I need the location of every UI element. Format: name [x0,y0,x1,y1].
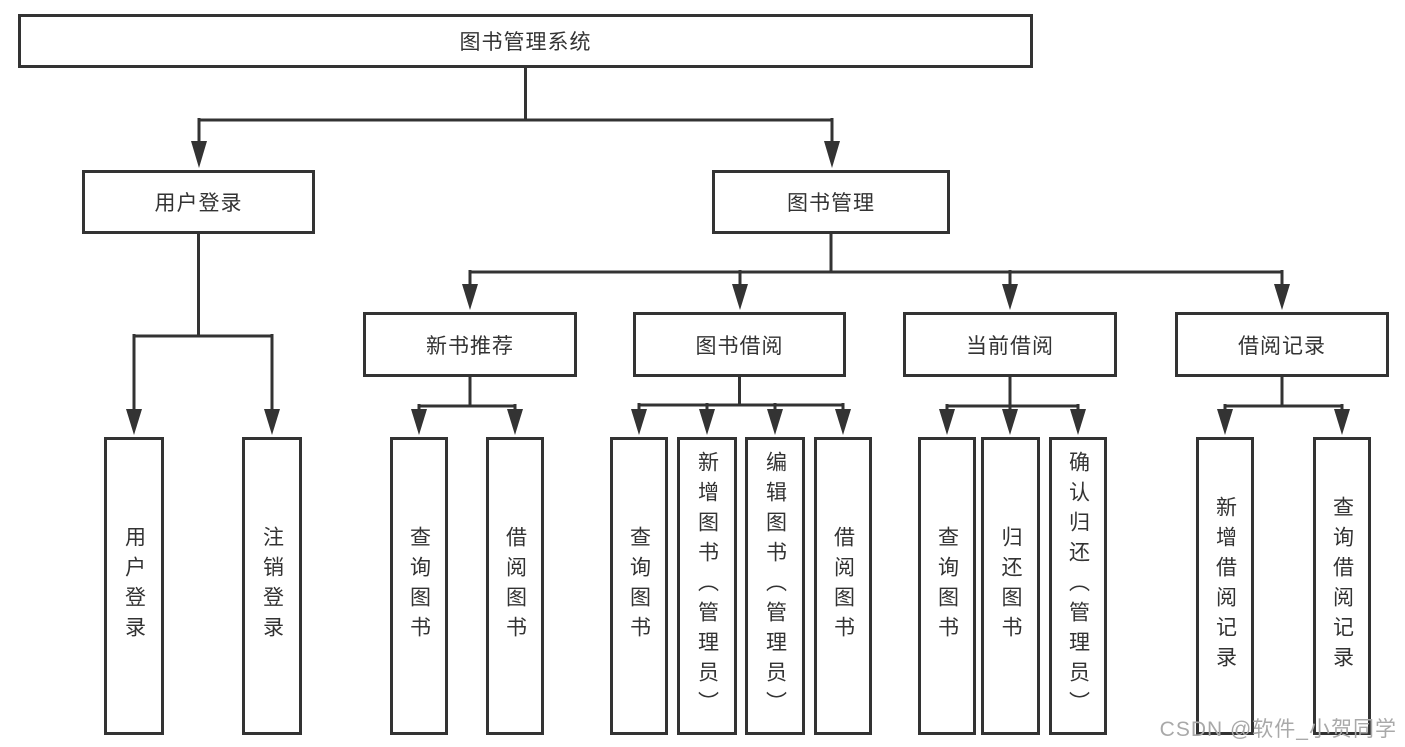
leaf-user-login: 用户登录 [104,437,164,735]
node-root: 图书管理系统 [18,14,1033,68]
node-borrow-records: 借阅记录 [1175,312,1389,377]
csdn-watermark: CSDN @软件_小贺同学 [1159,718,1397,741]
leaf-logout: 注销登录 [242,437,302,735]
arrowheads-level3 [462,284,1290,310]
leaf-edit-book-admin: 编辑图书（管理员） [745,437,805,735]
node-user-login: 用户登录 [82,170,315,234]
leaf-query-borrow-record: 查询借阅记录 [1313,437,1371,735]
node-book-borrow: 图书借阅 [633,312,846,377]
leaf-add-borrow-record: 新增借阅记录 [1196,437,1254,735]
leaf-return-book: 归还图书 [981,437,1040,735]
edge-user-login-to-leaves [132,233,274,410]
leaf-current-query-book: 查询图书 [918,437,976,735]
edge-records-to-leaves [1223,377,1344,410]
edge-recommend-to-leaves [417,377,517,410]
leaf-confirm-return-admin: 确认归还（管理员） [1049,437,1107,735]
edge-root-to-level2 [197,68,834,142]
arrowheads-user-login-leaves [126,409,280,435]
leaf-borrow-query-book: 查询图书 [610,437,668,735]
edge-current-to-leaves [945,377,1080,410]
edge-book-mgmt-to-level3 [468,233,1284,285]
arrowheads-leaves [411,409,1350,435]
node-current-borrow: 当前借阅 [903,312,1117,377]
leaf-borrow-book: 借阅图书 [814,437,872,735]
node-book-management: 图书管理 [712,170,950,234]
leaf-recommend-borrow-book: 借阅图书 [486,437,544,735]
arrowheads-level2 [191,141,840,168]
leaf-recommend-query-book: 查询图书 [390,437,448,735]
node-new-book-recommend: 新书推荐 [363,312,577,377]
leaf-add-book-admin: 新增图书（管理员） [677,437,737,735]
edge-borrow-to-leaves [637,377,845,410]
